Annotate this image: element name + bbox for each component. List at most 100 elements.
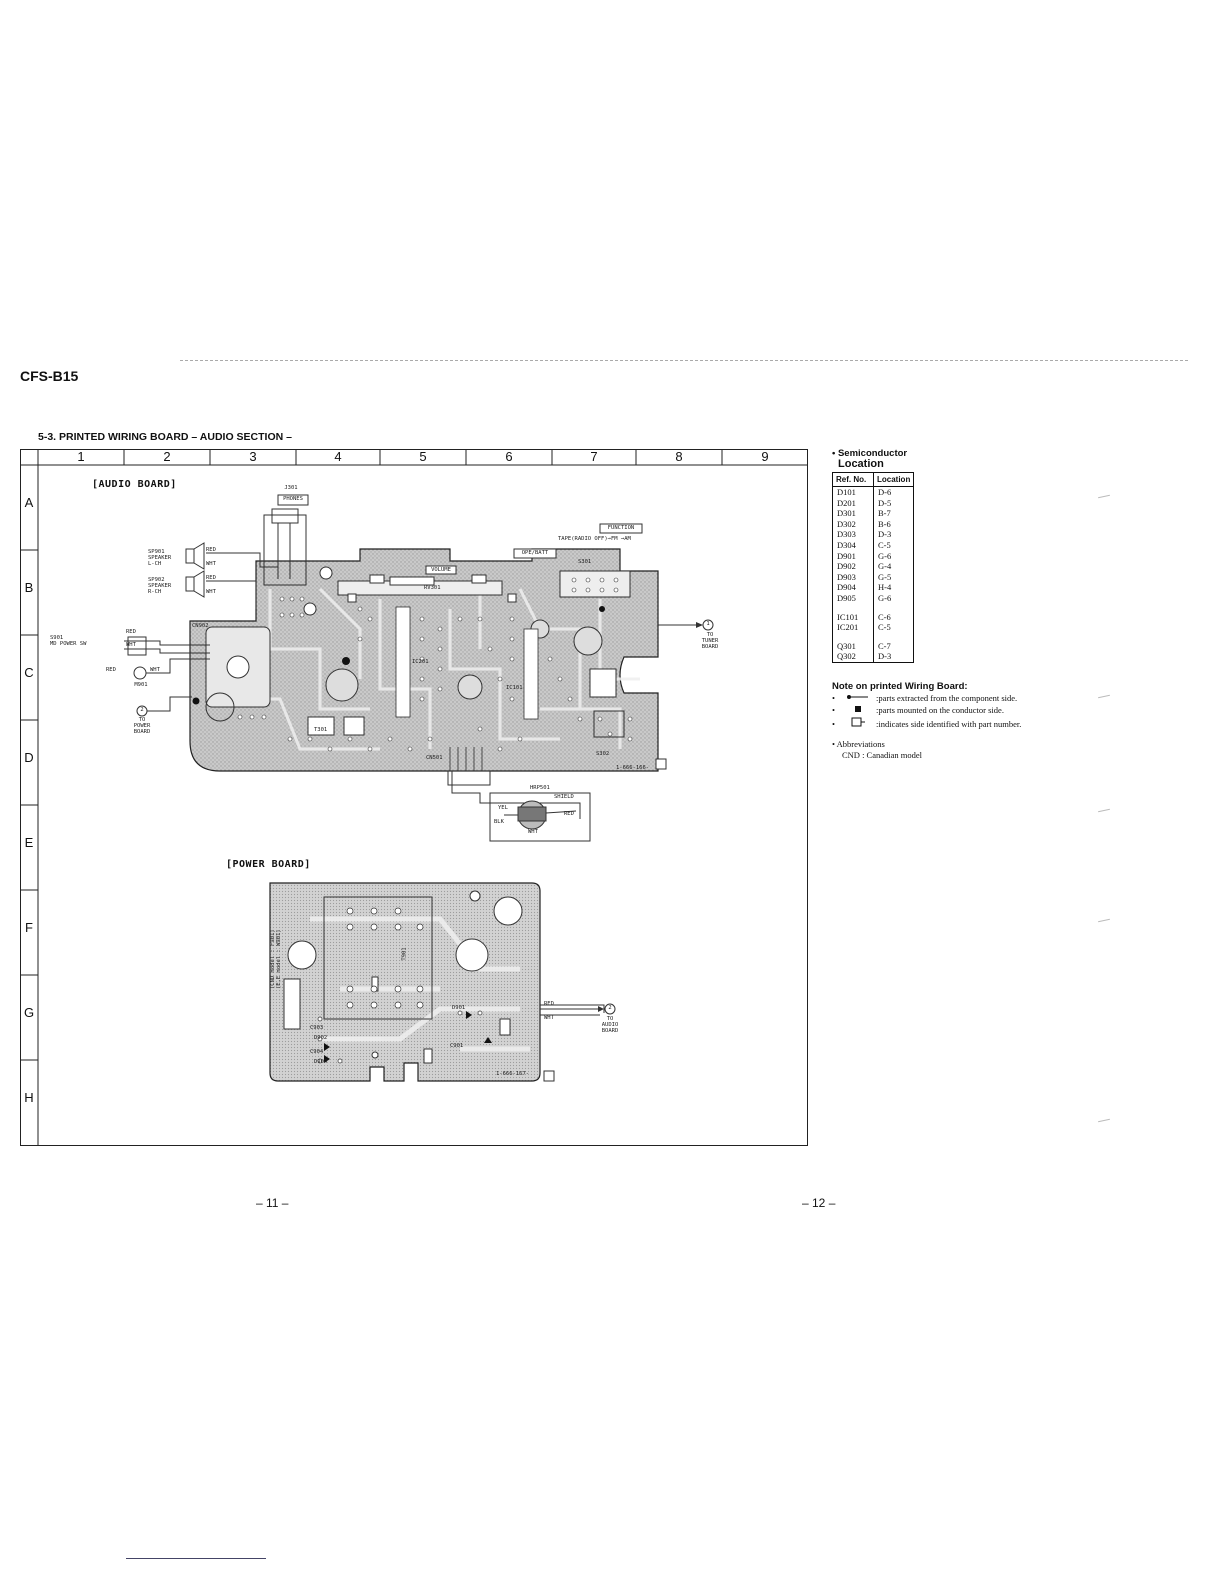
wire-color-wht: WHT — [150, 667, 160, 673]
semiconductor-location-table: Ref. No. Location D101 D-6 D201 D-5 D301 B-… — [832, 472, 915, 663]
scan-mark — [1098, 808, 1110, 813]
component-side-symbol — [846, 693, 876, 703]
volume-label: VOLUME — [431, 567, 451, 573]
column-label: 1 — [77, 449, 85, 464]
shield-label: SHIELD — [554, 794, 574, 800]
location: D-5 — [878, 497, 892, 508]
terminal-2-label: 2 — [140, 707, 144, 713]
location: D-3 — [878, 529, 892, 540]
wire-color-yel: YEL — [498, 805, 508, 811]
wire-color-red: RED — [564, 811, 574, 817]
hrp501-label: HRP501 — [530, 785, 550, 791]
wire-color-wht: WHT — [206, 561, 216, 567]
ref-no: D301 — [832, 508, 874, 519]
audio-board-title: [AUDIO BOARD] — [92, 479, 177, 490]
row-label: G — [23, 1005, 35, 1020]
ref-no: Q302 — [832, 651, 874, 663]
to-tuner-board-label: TO TUNER BOARD — [701, 632, 719, 651]
wire-color-red: RED — [206, 547, 216, 553]
note-heading: Note on printed Wiring Board: — [832, 681, 968, 692]
ref-no: D101 — [832, 486, 874, 498]
note-bullet: • — [832, 719, 835, 729]
c901-label: C901 — [450, 1043, 464, 1049]
power-red-label: RED — [544, 1001, 554, 1007]
ic101-label: IC101 — [506, 685, 523, 691]
terminal-1-label: 1 — [706, 621, 710, 627]
t301-label: T301 — [314, 727, 328, 733]
power-wht-label: WHT — [544, 1015, 554, 1021]
ref-no: IC101 — [832, 611, 874, 623]
ref-no: D303 — [832, 529, 874, 540]
location: G-5 — [878, 571, 892, 582]
s301-label: S301 — [578, 559, 592, 565]
wire-color-blk: BLK — [494, 819, 504, 825]
semiconductor-heading: • Semiconductor — [832, 448, 908, 459]
column-label: 6 — [505, 449, 513, 464]
ic201-label: IC201 — [412, 659, 429, 665]
function-modes-label: TAPE(RADIO OFF)→FM →AM — [558, 536, 631, 542]
audio-board-number: 1-666-166- — [616, 765, 650, 771]
location: G-4 — [878, 561, 892, 572]
f901-note: (CND model : F901) (E,E model : W901) — [270, 929, 283, 989]
m901-label: M901 — [134, 682, 148, 688]
wiring-board-grid — [20, 449, 808, 1146]
note-text: :parts extracted from the component side… — [876, 693, 1018, 703]
ref-no: D904 — [832, 582, 874, 593]
ref-no: Q301 — [832, 640, 874, 652]
ref-no: D902 — [832, 561, 874, 572]
column-label: 5 — [419, 449, 427, 464]
s901-label: S901 MD POWER SW — [50, 635, 87, 648]
col-ref-header: Ref. No. — [832, 472, 874, 487]
abbreviations-heading: • Abbreviations — [832, 739, 885, 749]
ope-batt-label: OPE/BATT — [521, 550, 549, 556]
phones-label: PHONES — [283, 496, 303, 502]
to-power-board-label: TO POWER BOARD — [133, 717, 151, 736]
location: C-6 — [878, 611, 891, 622]
d902-label: D902 — [314, 1035, 328, 1041]
model-title: CFS-B15 — [20, 368, 79, 384]
power-board-number: 1-666-167- — [496, 1071, 530, 1077]
cn902-label: CN902 — [192, 623, 209, 629]
location: C-5 — [878, 622, 891, 633]
note-bullet: • — [832, 693, 835, 703]
page-number-right: – 12 – — [802, 1196, 836, 1210]
d904-label: D904 — [314, 1059, 328, 1065]
wire-color-red: RED — [206, 575, 216, 581]
column-label: 4 — [334, 449, 342, 464]
row-label: D — [24, 750, 34, 765]
wire-color-red: RED — [106, 667, 116, 673]
location: D-6 — [878, 487, 892, 497]
row-label: A — [24, 495, 34, 510]
ref-no: D901 — [832, 550, 874, 562]
scan-mark — [1098, 494, 1110, 499]
t901-label: T901 — [401, 947, 408, 961]
note-text: :indicates side identified with part num… — [876, 719, 1022, 729]
abbreviation-cnd: CND : Canadian model — [842, 750, 923, 760]
location: C-5 — [878, 539, 891, 550]
note-bullet: • — [832, 705, 835, 715]
row-label: B — [24, 580, 34, 595]
scan-mark — [1098, 1118, 1110, 1123]
c904-label: C904 — [310, 1049, 324, 1055]
s302-label: S302 — [596, 751, 610, 757]
row-label: F — [25, 920, 33, 935]
col-location-header: Location — [872, 472, 915, 487]
ref-no: D302 — [832, 518, 874, 530]
row-label: H — [24, 1090, 34, 1105]
function-label: FUNCTION — [607, 525, 635, 531]
rv301-label: RV301 — [424, 585, 441, 591]
column-label: 9 — [761, 449, 769, 464]
part-number-side-symbol — [846, 717, 876, 729]
cn501-label: CN501 — [426, 755, 443, 761]
footnote-rule — [126, 1558, 266, 1559]
column-label: 2 — [163, 449, 171, 464]
location: D-3 — [878, 651, 892, 662]
note-item: •:parts mounted on the conductor side. — [832, 705, 1004, 715]
ref-no: D201 — [832, 497, 874, 509]
j301-label: J301 — [284, 485, 298, 491]
ref-no: D304 — [832, 539, 874, 551]
grid-labels: 1 2 3 4 5 6 7 8 9 A B C D E F G H [AUDIO… — [20, 449, 808, 1146]
scan-mark — [1098, 918, 1110, 923]
section-title: 5-3. PRINTED WIRING BOARD – AUDIO SECTIO… — [38, 431, 292, 443]
location: B-7 — [878, 508, 891, 519]
